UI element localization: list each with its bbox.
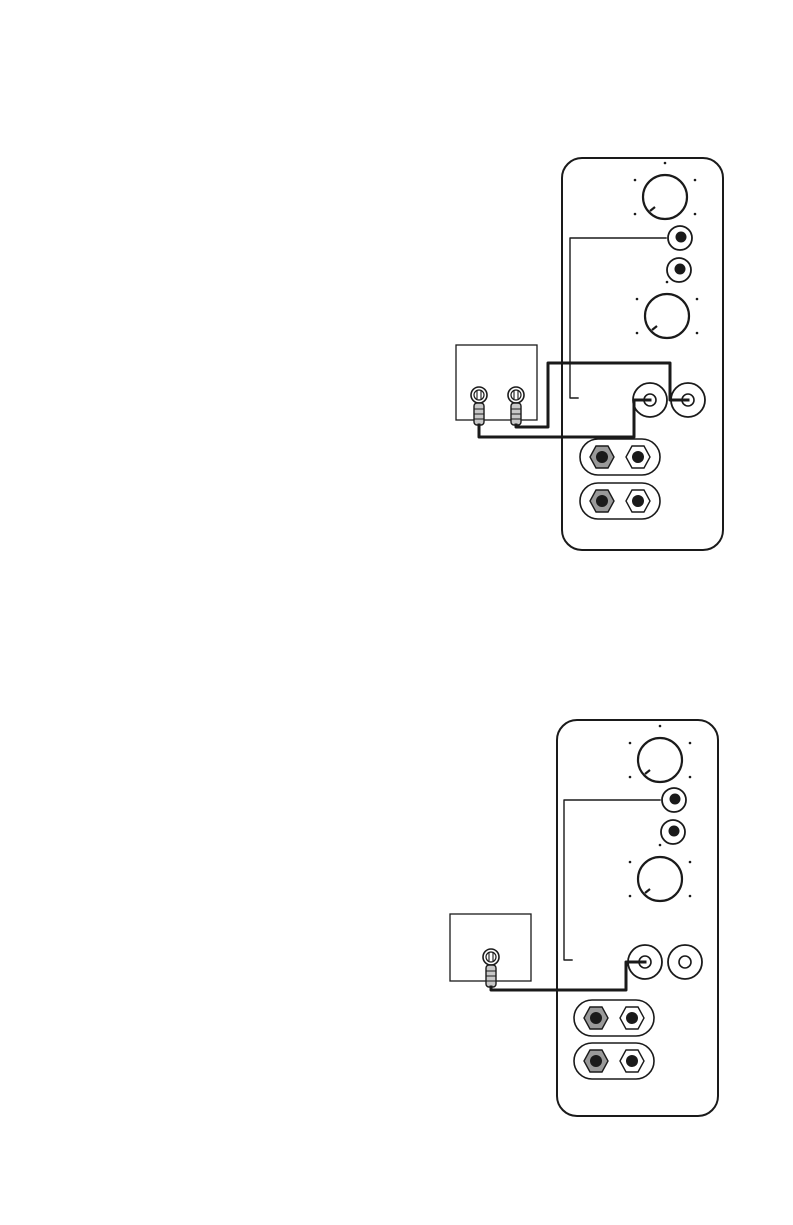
rca-jack-icon[interactable] <box>668 945 702 979</box>
rca-plug-icon <box>511 403 521 425</box>
stereo-connection-diagram <box>456 158 723 550</box>
rca-plug-icon <box>474 403 484 425</box>
source-device-box <box>456 345 537 420</box>
mono-connection-diagram <box>450 720 718 1116</box>
toggle-button-icon[interactable] <box>668 226 692 250</box>
rca-plug-icon <box>486 965 496 987</box>
toggle-button-icon[interactable] <box>667 258 691 282</box>
speaker-terminal-icon[interactable] <box>574 1043 654 1079</box>
rca-output-socket-icon <box>471 387 487 403</box>
speaker-terminal-icon[interactable] <box>580 439 660 475</box>
speaker-terminal-icon[interactable] <box>574 1000 654 1036</box>
rca-output-socket-icon <box>508 387 524 403</box>
rca-output-socket-icon <box>483 949 499 965</box>
toggle-button-icon[interactable] <box>662 788 686 812</box>
speaker-terminal-icon[interactable] <box>580 483 660 519</box>
toggle-button-icon[interactable] <box>661 820 685 844</box>
